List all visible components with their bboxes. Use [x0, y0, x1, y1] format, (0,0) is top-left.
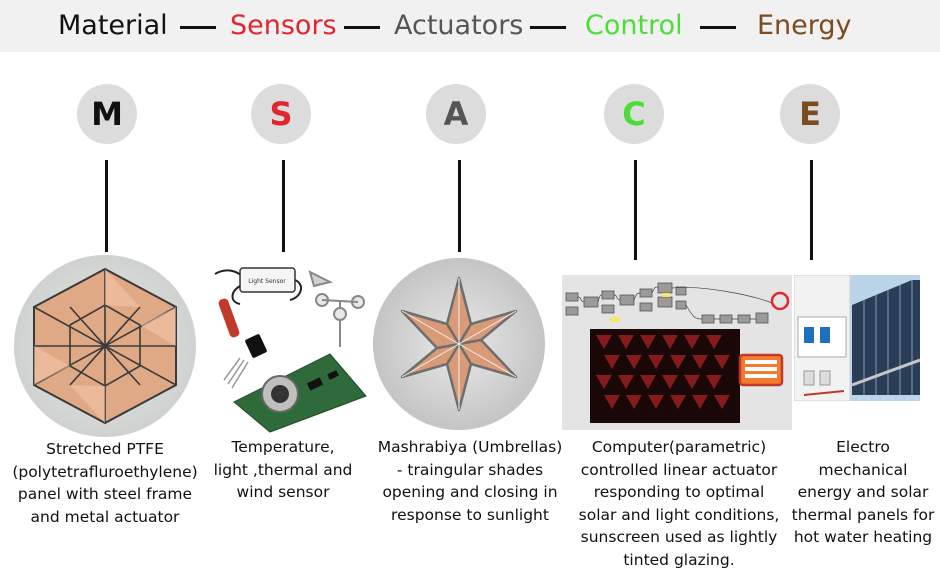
caption-material: Stretched PTFE (polytetrafluroethylene) … [0, 438, 210, 528]
caption-line: hot water heating [793, 528, 933, 546]
caption-line: Mashrabiya (Umbrellas) [377, 438, 563, 456]
circuit-breaker-icon [794, 275, 851, 401]
header-energy: Energy [757, 10, 852, 41]
header-separator [180, 26, 216, 29]
caption-line: energy and solar [797, 483, 929, 501]
parameter-panel [738, 353, 784, 387]
ptfe-hexagon-icon [14, 255, 196, 437]
header-actuators: Actuators [394, 10, 524, 41]
letter-circle-e: E [780, 84, 840, 144]
thermal-sensor-board [233, 353, 367, 433]
caption-line: solar and light conditions, [578, 505, 780, 524]
caption-line: sunscreen used as lightly [580, 528, 778, 546]
caption-line: thermal panels for [791, 505, 935, 524]
connector-line-s [282, 160, 285, 252]
letter-circle-c: C [604, 84, 664, 144]
header-band: Material Sensors Actuators Control Energ… [0, 0, 940, 52]
caption-line: panel with steel frame [17, 485, 193, 503]
caption-line: opening and closing in [382, 483, 558, 501]
caption-line: Stretched PTFE [46, 440, 164, 458]
header-control: Control [585, 10, 683, 41]
caption-actuators: Mashrabiya (Umbrellas) - traingular shad… [366, 436, 574, 526]
header-separator [700, 26, 736, 29]
letter-circle-s: S [251, 84, 311, 144]
letter-circle-m: M [77, 84, 137, 144]
anemometer-icon [308, 270, 365, 347]
ptfe-panel-image [14, 255, 196, 437]
caption-line: and metal actuator [30, 507, 180, 526]
solar-panel-icon [851, 280, 920, 395]
caption-line: mechanical [818, 460, 908, 479]
caption-line: Computer(parametric) [591, 438, 767, 456]
parametric-image [562, 275, 792, 430]
connector-line-m [105, 160, 108, 252]
temperature-probe [218, 298, 240, 338]
connector-line-e [810, 160, 813, 260]
caption-line: tinted glazing. [623, 550, 735, 569]
caption-line: (polytetrafluroethylene) [12, 462, 198, 481]
energy-image [794, 275, 920, 401]
umbrella-star-icon [373, 258, 545, 430]
header-separator [530, 26, 566, 29]
caption-line: Temperature, [231, 438, 335, 456]
light-sensor-label: Light Sensor [248, 278, 286, 285]
caption-line: responding to optimal [593, 483, 765, 501]
caption-line: response to sunlight [391, 505, 549, 524]
caption-line: light ,thermal and [213, 460, 353, 479]
header-sensors: Sensors [230, 10, 337, 41]
caption-line: Electro [836, 438, 890, 456]
caption-line: - traingular shades [396, 460, 544, 479]
caption-sensors: Temperature, light ,thermal and wind sen… [196, 436, 370, 504]
header-separator [344, 26, 380, 29]
pattern-preview [590, 329, 740, 423]
header-material: Material [58, 10, 168, 41]
connector-line-c [634, 160, 637, 260]
small-sensor-icon [223, 334, 267, 389]
highlight-ring [770, 291, 790, 311]
caption-line: wind sensor [236, 483, 330, 501]
caption-energy: Electro mechanical energy and solar ther… [786, 436, 940, 549]
letter-circle-a: A [426, 84, 486, 144]
umbrella-image [373, 258, 545, 430]
sensors-image: Light Sensor [210, 262, 376, 434]
caption-control: Computer(parametric) controlled linear a… [566, 436, 792, 571]
connector-line-a [458, 160, 461, 252]
caption-line: controlled linear actuator [580, 460, 778, 479]
